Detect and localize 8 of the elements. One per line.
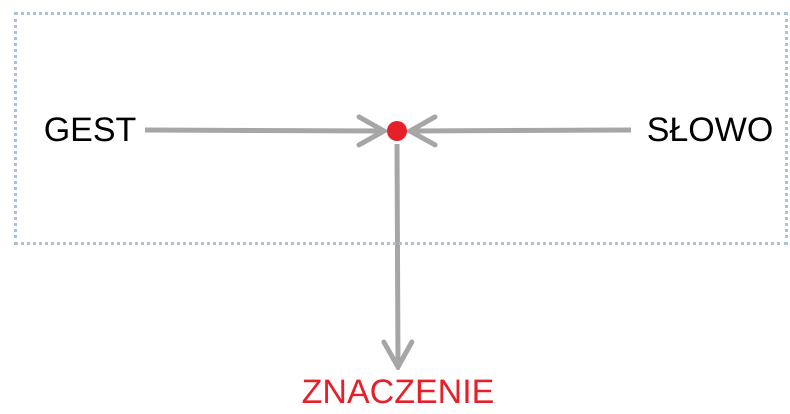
arrow [408, 114, 632, 148]
arrow [381, 144, 414, 370]
dotted-frame [14, 12, 788, 245]
dot [387, 121, 407, 141]
node-label: ZNACZENIE [300, 372, 496, 413]
node-label: SŁOWO [646, 110, 774, 151]
node-label: GEST [42, 110, 138, 151]
arrow [145, 114, 386, 148]
